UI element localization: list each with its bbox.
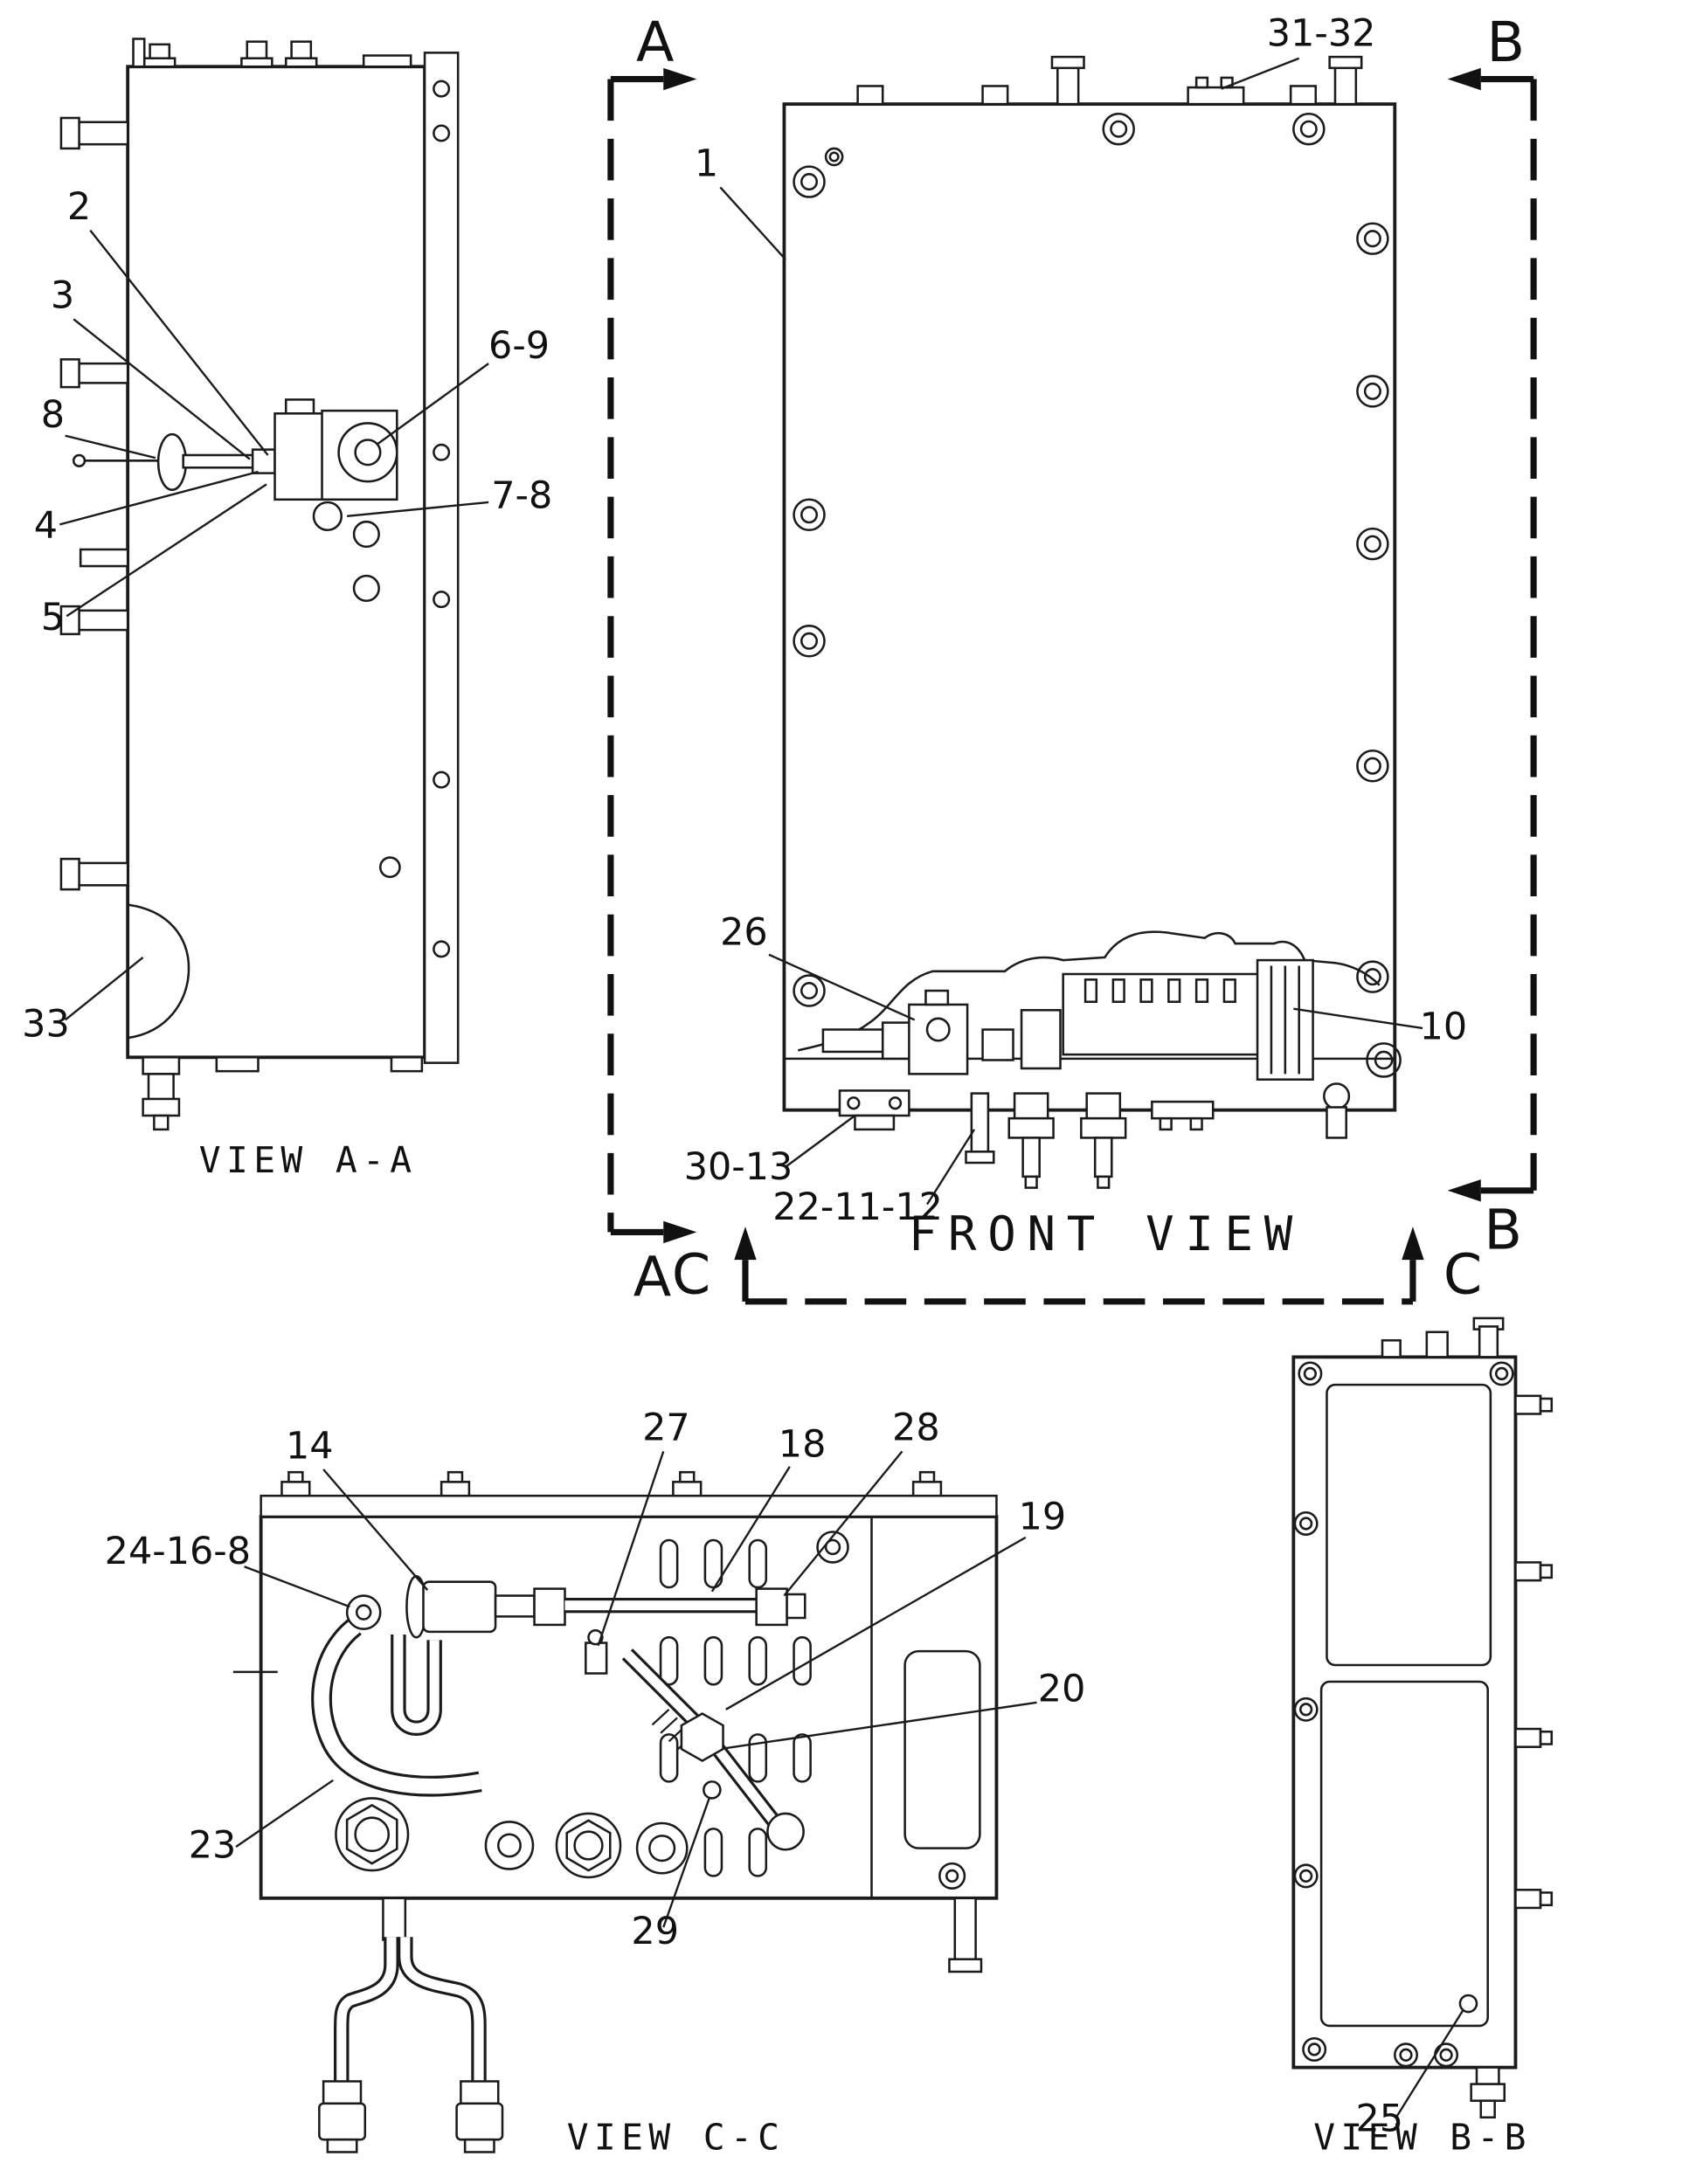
section-arrow-b-top (1447, 67, 1481, 91)
front-flange-30-13 (838, 1089, 910, 1131)
front-perimeter-bolts (793, 112, 1389, 1007)
callout-33: 33 (22, 1002, 70, 1046)
bb-body (1291, 1355, 1518, 2070)
section-letter-b-bottom: B (1484, 1197, 1522, 1261)
section-letter-c-left: C (672, 1241, 710, 1306)
callout-4: 4 (34, 504, 58, 548)
callout-19: 19 (1019, 1495, 1067, 1538)
section-letter-c-right: C (1443, 1241, 1482, 1306)
bb-leader-25 (1395, 2009, 1464, 2118)
cc-tube-18 (564, 1587, 806, 1627)
bb-port-25 (1458, 1994, 1478, 2014)
bb-top-bolts (1381, 1317, 1505, 1358)
front-view-caption: FRONT VIEW (909, 1206, 1304, 1261)
section-arrow-c-right (1402, 1227, 1424, 1261)
callout-10: 10 (1420, 1006, 1468, 1049)
front-drain-valve-left (1007, 1092, 1055, 1189)
front-manifold-assembly (784, 930, 1402, 1189)
view-bb-caption: VIEW B-B (1313, 2116, 1532, 2158)
callout-23: 23 (189, 1824, 237, 1868)
aa-valve-body (273, 412, 326, 501)
cc-leader-lines (235, 1450, 1037, 1928)
aa-left-fittings (59, 116, 129, 891)
section-arrow-a-top (663, 67, 697, 91)
front-flange-c (1151, 1100, 1215, 1131)
cc-slot-grid (659, 1538, 812, 1877)
callout-7-8: 7-8 (491, 473, 552, 517)
callout-3: 3 (51, 274, 74, 318)
cc-right-panel (903, 1649, 981, 1849)
view-a-a: 2 3 8 4 5 6-9 7-8 33 VIEW A-A (22, 38, 552, 1181)
callout-1: 1 (695, 142, 718, 186)
callout-25: 25 (1356, 2098, 1404, 2141)
callout-27: 27 (642, 1406, 690, 1450)
cc-hanging-hoses (318, 1897, 983, 2153)
callout-8: 8 (41, 393, 65, 437)
aa-top-bolts (132, 38, 412, 68)
section-line-a: A A (607, 10, 697, 1309)
section-line-b: B B (1447, 10, 1537, 1261)
section-arrow-c-left (734, 1227, 757, 1261)
front-leader-lines (719, 57, 1423, 1206)
front-valve-26 (908, 989, 969, 1075)
cc-bolt-24-16-8 (345, 1594, 382, 1630)
callout-24-16-8: 24-16-8 (105, 1530, 251, 1573)
section-letter-a-top: A (636, 10, 674, 74)
callout-30-13: 30-13 (684, 1145, 793, 1189)
callout-26: 26 (720, 911, 768, 955)
aa-boss (337, 422, 398, 483)
cc-elbow-hex (680, 1712, 724, 1763)
aa-valve-assembly (72, 398, 398, 603)
section-letter-a-bottom: A (633, 1244, 671, 1309)
bb-bottom-fitting (1470, 2066, 1506, 2119)
bb-panel-top (1326, 1383, 1492, 1667)
aa-bottom-fittings (142, 1056, 424, 1131)
aa-nut (312, 501, 343, 532)
callout-31-32: 31-32 (1267, 11, 1376, 55)
callout-22-11-12: 22-11-12 (772, 1185, 943, 1229)
cc-pipes (311, 1617, 482, 1797)
aa-cutout (127, 903, 190, 1040)
aa-rod (182, 453, 257, 469)
view-b-b: 25 VIEW B-B (1291, 1317, 1554, 2158)
cc-bottom-hex-fittings (335, 1797, 689, 1879)
front-view: 1 31-32 26 10 30-13 22-11-12 FRONT VIEW (684, 11, 1467, 1261)
aa-bellcrank (156, 432, 188, 491)
section-line-c: C C (672, 1227, 1482, 1306)
callout-18: 18 (779, 1423, 827, 1467)
callout-14: 14 (286, 1424, 334, 1468)
front-top-bolts (856, 55, 1363, 106)
callout-2: 2 (67, 185, 91, 229)
aa-clevis (251, 448, 276, 474)
front-clamp-31-32 (1187, 76, 1245, 106)
aa-flange (423, 52, 460, 1064)
callout-5: 5 (41, 596, 65, 639)
aa-body (126, 65, 426, 1060)
cc-top-bolts (280, 1470, 943, 1497)
cc-clamp-29 (703, 1780, 722, 1800)
bb-panel-bottom (1319, 1680, 1489, 2028)
callout-6-9: 6-9 (488, 324, 550, 368)
callout-29: 29 (631, 1910, 679, 1953)
front-tube-22-11-12 (965, 1092, 995, 1165)
view-aa-caption: VIEW A-A (199, 1139, 418, 1181)
view-cc-caption: VIEW C-C (567, 2116, 786, 2158)
bb-right-fittings (1514, 1394, 1554, 1910)
cc-fitting-27 (585, 1628, 608, 1675)
view-c-c: 14 27 18 28 24-16-8 19 20 23 29 VIEW C-C (105, 1406, 1086, 2159)
front-bracket-10 (1256, 958, 1314, 1081)
cc-diagonal-tube (621, 1648, 805, 1851)
aa-leader-lines (59, 229, 489, 1021)
section-arrow-b-bottom (1447, 1179, 1481, 1202)
front-drain-valve-right (1080, 1092, 1127, 1189)
bb-perimeter-bolts (1293, 1361, 1514, 2068)
section-letter-b-top: B (1487, 10, 1526, 74)
front-body (782, 102, 1397, 1112)
section-arrow-a-bottom (663, 1220, 697, 1244)
callout-28: 28 (892, 1406, 940, 1450)
callout-20: 20 (1038, 1667, 1086, 1711)
